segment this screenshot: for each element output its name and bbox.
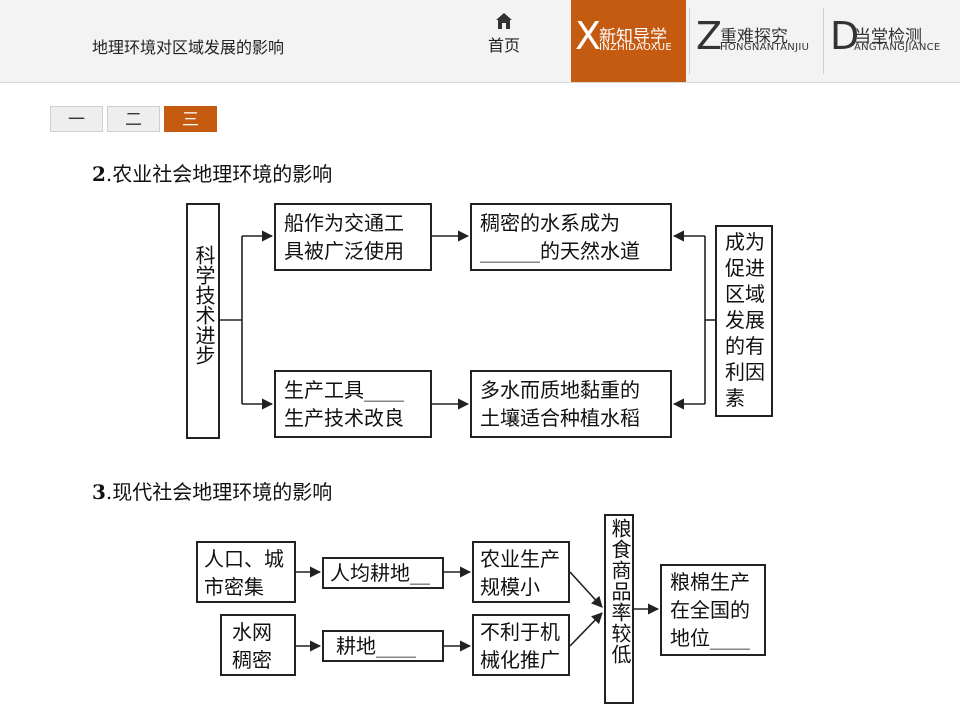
tab-label: 重难探究: [720, 27, 788, 47]
section2-title: .农业社会地理环境的影响: [105, 162, 333, 186]
home-label: 首页: [487, 36, 520, 55]
box-line: 人均耕地__: [330, 561, 430, 585]
box-line: 耕地____: [336, 634, 416, 658]
water-system-box: 稠密的水系成为 ______的天然水道: [470, 203, 672, 271]
commodity-rate-label: 粮食商品率较低: [608, 518, 632, 665]
box-line: 区域: [725, 282, 765, 306]
water-network-box: 水网 稠密: [220, 614, 296, 676]
farm-scale-box: 农业生产 规模小: [472, 541, 570, 603]
box-line: 市密集: [204, 575, 264, 599]
box-line: 农业生产: [480, 547, 560, 571]
box-line: 发展: [725, 308, 765, 332]
box-line: 规模小: [480, 575, 540, 599]
box-line: 不利于机: [480, 620, 560, 644]
top-header: 地理环境对区域发展的影响 首页 X 新知导学 INZHIDAOXUE Z 重难探…: [0, 0, 960, 83]
box-line: 在全国的: [670, 598, 750, 622]
box-line: 人口、城: [204, 547, 284, 571]
section3-number: 3: [92, 480, 106, 504]
home-icon: [496, 13, 512, 29]
box-line: 水网: [232, 620, 272, 644]
favorable-factor-box: 成为 促进 区域 发展 的有 利因 素: [715, 225, 773, 417]
box-line: 促进: [725, 256, 765, 280]
national-status-box: 粮棉生产 在全国的 地位____: [660, 564, 766, 656]
production-tools-box: 生产工具____ 生产技术改良: [274, 370, 432, 438]
tab-xinzhidaoxue[interactable]: X 新知导学 INZHIDAOXUE: [571, 0, 686, 82]
box-line: 成为: [725, 230, 765, 254]
box-line: ______的天然水道: [480, 239, 640, 263]
box-line: 生产工具____: [284, 378, 404, 402]
box-line: 稠密的水系成为: [480, 211, 620, 235]
farmland-box: 耕地____: [322, 630, 444, 662]
box-line: 械化推广: [480, 648, 560, 672]
box-line: 土壤适合种植水稻: [480, 406, 640, 430]
section-tab-3[interactable]: 三: [164, 106, 217, 132]
section3-title: .现代社会地理环境的影响: [105, 480, 333, 504]
section2-number: 2: [92, 162, 106, 186]
tab-label: 当堂检测: [854, 27, 922, 47]
box-line: 的有: [725, 334, 765, 358]
box-line: 素: [725, 386, 745, 410]
tab-letter: X: [575, 14, 602, 58]
box-line: 利因: [725, 360, 765, 384]
science-tech-label: 科学技术进步: [192, 245, 216, 365]
tab-subtitle: INZHIDAOXUE: [599, 42, 672, 53]
box-line: 生产技术改良: [284, 406, 404, 430]
section3-heading: 3.现代社会地理环境的影响: [92, 476, 332, 505]
commodity-rate-box: 粮食商品率较低: [604, 514, 634, 704]
tab-subtitle: HONGNANTANJIU: [720, 42, 810, 53]
population-city-box: 人口、城 市密集: [196, 541, 296, 603]
box-line: 地位____: [670, 626, 750, 650]
tab-letter: Z: [696, 14, 723, 58]
ship-transport-box: 船作为交通工 具被广泛使用: [274, 203, 432, 271]
tab-dangtangjiance[interactable]: D 当堂检测 ANGTANGJIANCE: [826, 0, 960, 82]
box-line: 具被广泛使用: [284, 239, 404, 263]
section-tab-1[interactable]: 一: [50, 106, 103, 132]
tab-subtitle: ANGTANGJIANCE: [854, 42, 941, 53]
box-line: 稠密: [232, 648, 272, 672]
course-title: 地理环境对区域发展的影响: [92, 38, 285, 57]
mechanization-box: 不利于机 械化推广: [472, 614, 570, 676]
per-capita-land-box: 人均耕地__: [322, 557, 444, 589]
soil-rice-box: 多水而质地黏重的 土壤适合种植水稻: [470, 370, 672, 438]
tab-divider: [689, 8, 690, 74]
section-tab-2[interactable]: 二: [107, 106, 160, 132]
tab-divider: [823, 8, 824, 74]
box-line: 粮棉生产: [670, 570, 750, 594]
science-tech-box: 科学技术进步: [186, 203, 220, 439]
section2-heading: 2.农业社会地理环境的影响: [92, 158, 332, 187]
box-line: 船作为交通工: [284, 211, 404, 235]
tab-letter: D: [830, 14, 860, 58]
home-button[interactable]: 首页: [480, 8, 528, 68]
box-line: 多水而质地黏重的: [480, 378, 640, 402]
tab-zhongnantanjiu[interactable]: Z 重难探究 HONGNANTANJIU: [692, 0, 820, 82]
tab-label: 新知导学: [599, 27, 667, 47]
